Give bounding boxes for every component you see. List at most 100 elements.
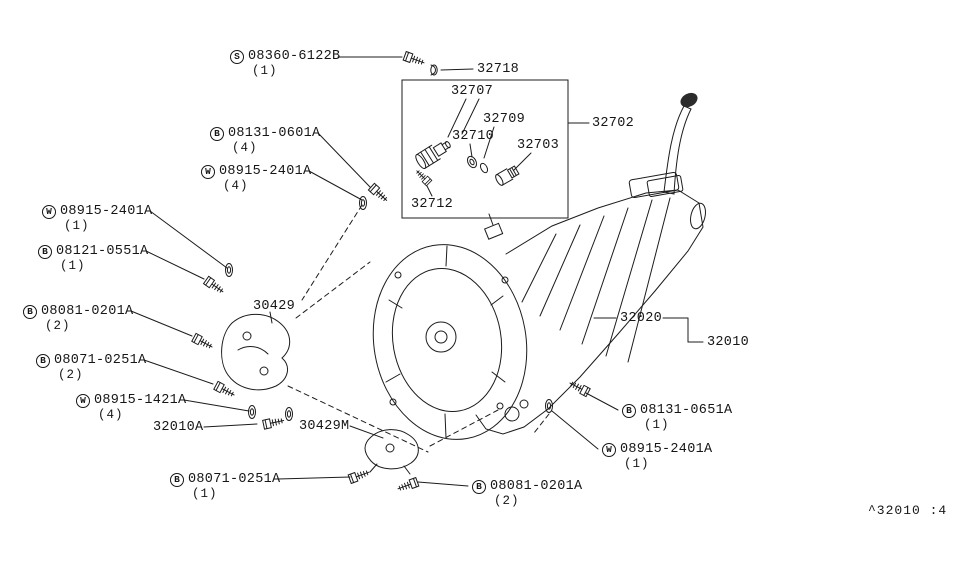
part-number: 32702 bbox=[592, 116, 635, 131]
label-08131-0601A: B 08131-0601A (4) bbox=[210, 126, 320, 155]
bolt-08121-0551A bbox=[203, 275, 227, 296]
part-qty: (4) bbox=[232, 141, 258, 155]
part-number: 08081-0201A bbox=[490, 479, 583, 494]
bolt-08360 bbox=[402, 51, 427, 68]
part-number: 32020 bbox=[620, 311, 663, 326]
part-number: 32709 bbox=[483, 112, 526, 127]
gearcase bbox=[475, 171, 706, 435]
detail-inset-box bbox=[401, 79, 569, 219]
mount-bracket-30429M bbox=[364, 429, 419, 475]
part-number: 32010 bbox=[707, 335, 750, 350]
label-08360-6122B: S 08360-6122B (1) bbox=[230, 49, 340, 78]
part-number: 08081-0201A bbox=[41, 304, 134, 319]
prefix-circle: B bbox=[622, 403, 636, 418]
prefix-circle: S bbox=[230, 49, 244, 64]
label-08915-1421A: W 08915-1421A (4) bbox=[76, 393, 186, 422]
part-number: 08131-0651A bbox=[640, 403, 733, 418]
part-qty: (1) bbox=[252, 64, 278, 78]
part-number: 08915-2401A bbox=[620, 442, 713, 457]
part-number: 32718 bbox=[477, 62, 520, 77]
label-32703: 32703 bbox=[517, 138, 559, 153]
bolt-08131-0601A bbox=[367, 182, 391, 205]
part-number: 32710 bbox=[452, 129, 495, 144]
part-number: 08360-6122B bbox=[248, 49, 341, 64]
part-number: 30429M bbox=[299, 419, 350, 434]
bolt-08071-0251A-2 bbox=[213, 380, 237, 400]
label-32010A: 32010A bbox=[153, 420, 203, 435]
prefix-circle: W bbox=[201, 164, 215, 179]
bolt-08071-0251A-1 bbox=[347, 467, 372, 484]
part-qty: (1) bbox=[192, 487, 218, 501]
label-08071-0251A-2: B 08071-0251A (2) bbox=[36, 353, 146, 382]
sheet-code: ^32010 :4 bbox=[868, 503, 948, 518]
part-qty: (1) bbox=[624, 457, 650, 471]
part-number: 30429 bbox=[253, 299, 296, 314]
label-08121-0551A: B 08121-0551A (1) bbox=[38, 244, 148, 273]
label-32010: 32010 bbox=[707, 335, 749, 350]
label-08915-2401A-4: W 08915-2401A (4) bbox=[201, 164, 311, 193]
part-number: 32010A bbox=[153, 420, 204, 435]
label-32707: 32707 bbox=[451, 84, 493, 99]
leader-lines bbox=[130, 56, 704, 487]
bolt-08081-0201A bbox=[191, 332, 215, 352]
label-32712: 32712 bbox=[411, 197, 453, 212]
prefix-circle: B bbox=[472, 479, 486, 494]
part-qty: (1) bbox=[644, 418, 670, 432]
part-number: 08915-2401A bbox=[219, 164, 312, 179]
bolt-32712 bbox=[413, 167, 433, 187]
part-qty: (1) bbox=[64, 219, 90, 233]
prefix-circle: B bbox=[38, 244, 52, 259]
bolt-08081-0201A-2 bbox=[395, 477, 420, 494]
part-qty: (2) bbox=[45, 319, 71, 333]
part-qty: (1) bbox=[60, 259, 86, 273]
bell-housing bbox=[372, 244, 528, 440]
prefix-circle: B bbox=[170, 472, 184, 487]
mount-bracket-30429 bbox=[221, 313, 291, 391]
label-32702: 32702 bbox=[592, 116, 634, 131]
part-number: 08121-0551A bbox=[56, 244, 149, 259]
label-08131-0651A: B 08131-0651A (1) bbox=[622, 403, 732, 432]
plug-32703 bbox=[495, 165, 520, 186]
part-number: 08071-0251A bbox=[188, 472, 281, 487]
prefix-circle: B bbox=[23, 304, 37, 319]
part-qty: (4) bbox=[223, 179, 249, 193]
part-qty: (2) bbox=[58, 368, 84, 382]
bolt-08131-0651A bbox=[567, 378, 591, 398]
label-08071-0251A-1: B 08071-0251A (1) bbox=[170, 472, 280, 501]
label-32709: 32709 bbox=[483, 112, 525, 127]
fasteners bbox=[191, 51, 591, 494]
prefix-circle: W bbox=[42, 204, 56, 219]
label-32718: 32718 bbox=[477, 62, 519, 77]
label-08081-0201A-2: B 08081-0201A (2) bbox=[472, 479, 582, 508]
switch-32707 bbox=[415, 140, 451, 170]
label-32710: 32710 bbox=[452, 129, 494, 144]
transmission-main bbox=[372, 92, 706, 440]
part-number: 08915-1421A bbox=[94, 393, 187, 408]
washer-08915-1421A bbox=[248, 405, 256, 419]
part-number: 08915-2401A bbox=[60, 204, 153, 219]
label-08915-2401A-1: W 08915-2401A (1) bbox=[42, 204, 152, 233]
prefix-circle: W bbox=[602, 442, 616, 457]
prefix-circle: B bbox=[210, 126, 224, 141]
part-number: 32707 bbox=[451, 84, 494, 99]
label-30429: 30429 bbox=[253, 299, 295, 314]
washer-32010A bbox=[285, 407, 293, 421]
shift-lever bbox=[646, 92, 698, 198]
part-number: 08071-0251A bbox=[54, 353, 147, 368]
part-qty: (4) bbox=[98, 408, 124, 422]
label-08915-2401A-1b: W 08915-2401A (1) bbox=[602, 442, 712, 471]
part-number: 32712 bbox=[411, 197, 454, 212]
prefix-circle: W bbox=[76, 393, 90, 408]
label-08081-0201A: B 08081-0201A (2) bbox=[23, 304, 133, 333]
part-number: 08131-0601A bbox=[228, 126, 321, 141]
clip-32718 bbox=[430, 64, 438, 76]
washer-08915-2401A-1 bbox=[225, 263, 233, 277]
dashed-lines bbox=[287, 204, 550, 453]
prefix-circle: B bbox=[36, 353, 50, 368]
washer-08915-2401A-4 bbox=[359, 196, 367, 210]
label-32020: 32020 bbox=[620, 311, 662, 326]
part-number: 32703 bbox=[517, 138, 560, 153]
part-qty: (2) bbox=[494, 494, 520, 508]
